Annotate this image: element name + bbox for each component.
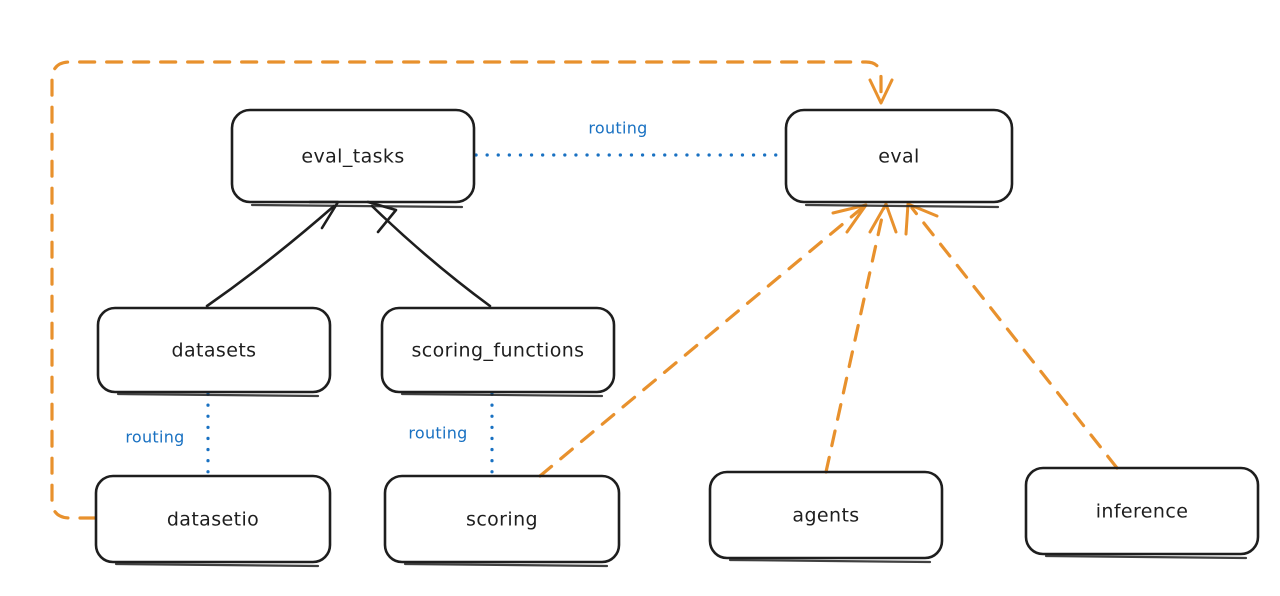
node-label-eval: eval <box>878 146 919 168</box>
edge-solid-path <box>205 204 336 308</box>
node-body <box>784 108 1014 204</box>
node-shadow <box>116 392 320 398</box>
edge-scoring-to-eval <box>538 203 868 478</box>
edge-datasetio-to-eval <box>50 60 894 520</box>
node-label-inference: inference <box>1096 501 1189 523</box>
node-body <box>96 306 332 394</box>
node-agents[interactable]: agents <box>708 470 944 564</box>
node-shadow <box>403 562 609 568</box>
arrowhead-eval_tasks-right <box>366 200 398 234</box>
edge-dashed-path <box>50 60 883 520</box>
edge-label-routing-scoring: routing <box>408 424 467 443</box>
node-body <box>94 474 332 564</box>
arrowhead-eval-b2 <box>868 202 898 234</box>
node-datasetio[interactable]: datasetio <box>94 474 332 568</box>
node-shadow <box>804 203 1000 209</box>
edge-inference-to-eval <box>904 202 1119 470</box>
edge-scoring_functions-to-eval_tasks <box>366 200 492 308</box>
node-eval_tasks[interactable]: eval_tasks <box>230 108 476 209</box>
edge-dashed-path <box>538 206 864 478</box>
node-body <box>380 306 616 394</box>
edge-agents-to-eval <box>824 202 898 474</box>
arrowhead-eval-top <box>868 78 894 105</box>
node-label-eval_tasks: eval_tasks <box>301 146 404 168</box>
edge-dashed-path <box>910 206 1119 470</box>
edge-solid-path <box>370 204 492 308</box>
node-shadow <box>400 392 604 398</box>
node-label-scoring: scoring <box>466 509 538 531</box>
node-label-agents: agents <box>792 505 859 527</box>
node-body <box>383 474 621 564</box>
edge-datasets-to-eval_tasks <box>205 200 340 308</box>
edge-dashed-path <box>824 206 886 474</box>
node-shadow <box>728 558 932 564</box>
node-shadow <box>114 562 320 568</box>
node-body <box>230 108 476 204</box>
node-shadow <box>250 203 464 209</box>
node-datasets[interactable]: datasets <box>96 306 332 398</box>
node-scoring_functions[interactable]: scoring_functions <box>380 306 616 398</box>
arrowhead-eval-b3 <box>904 202 939 236</box>
node-eval[interactable]: eval <box>784 108 1014 209</box>
node-scoring[interactable]: scoring <box>383 474 621 568</box>
node-shadow <box>1044 554 1248 560</box>
edge-label-routing-datasetio: routing <box>125 428 184 447</box>
node-body <box>1024 466 1260 556</box>
node-label-scoring_functions: scoring_functions <box>412 340 585 362</box>
node-inference[interactable]: inference <box>1024 466 1260 560</box>
node-label-datasetio: datasetio <box>167 509 259 531</box>
node-body <box>708 470 944 560</box>
node-label-datasets: datasets <box>172 340 257 362</box>
edge-label-routing-eval: routing <box>588 119 647 138</box>
